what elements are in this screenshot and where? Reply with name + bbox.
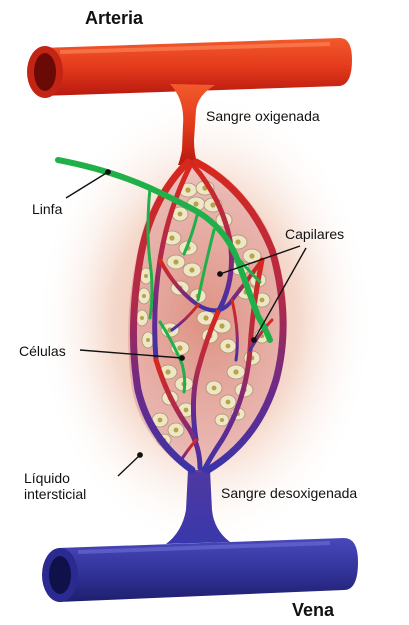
interstitial-fluid-label-line1: Líquido <box>24 470 124 486</box>
interstitial-fluid-label: Líquido intersticial <box>24 470 124 502</box>
interstitial-fluid-label-line2: intersticial <box>24 486 124 502</box>
lymph-label: Linfa <box>32 201 62 217</box>
artery-label: Arteria <box>85 8 143 28</box>
vein-label: Vena <box>292 600 334 620</box>
deoxygenated-blood-label: Sangre desoxigenada <box>221 485 357 501</box>
oxygenated-blood-label: Sangre oxigenada <box>206 108 320 124</box>
cells-label: Células <box>19 343 66 359</box>
capillaries-label: Capilares <box>285 226 344 242</box>
